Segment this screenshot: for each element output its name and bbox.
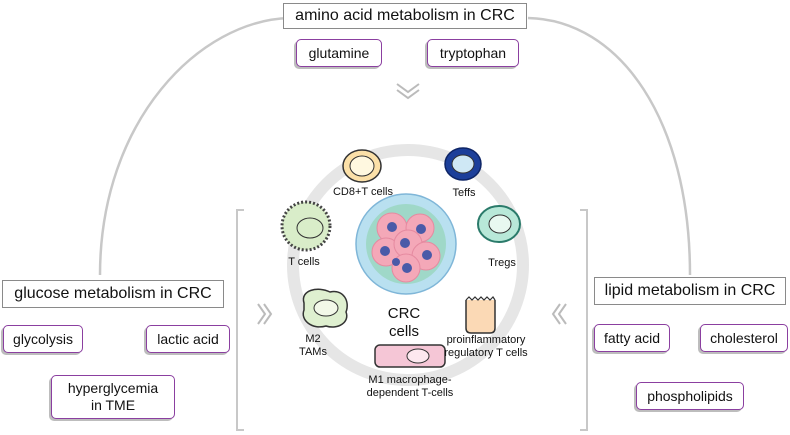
center-ring xyxy=(287,144,529,386)
pill-glutamine: glutamine xyxy=(296,39,382,67)
m2-tams-icon xyxy=(302,288,348,328)
proinflammatory-cell-icon xyxy=(465,296,496,334)
connector-arc xyxy=(98,16,692,276)
lipid-heading: lipid metabolism in CRC xyxy=(594,277,786,305)
cd8-t-cell-icon xyxy=(342,149,382,183)
chevron-down-icon xyxy=(396,83,420,100)
t-cells-icon xyxy=(280,200,332,252)
label-m1-macrophage: M1 macrophage-dependent T-cells xyxy=(366,374,454,399)
label-tregs: Tregs xyxy=(488,257,516,269)
amino-heading: amino acid metabolism in CRC xyxy=(283,3,527,29)
left-bracket xyxy=(236,209,244,431)
chevron-right-icon xyxy=(257,303,273,325)
chevron-left-icon xyxy=(551,303,567,325)
teffs-cell-icon xyxy=(444,147,482,181)
pill-glycolysis: glycolysis xyxy=(3,325,83,353)
glucose-heading: glucose metabolism in CRC xyxy=(2,280,224,308)
label-m2-tams: M2 TAMs xyxy=(299,333,327,358)
label-cd8: CD8+T cells xyxy=(332,186,393,198)
m1-macrophage-icon xyxy=(374,344,446,368)
label-proinflammatory: proinflammatory regulatory T cells xyxy=(444,334,528,359)
pill-cholesterol: cholesterol xyxy=(700,324,788,352)
right-bracket xyxy=(580,209,588,431)
label-tcells: T cells xyxy=(288,256,320,268)
pill-tryptophan: tryptophan xyxy=(427,39,519,67)
tregs-cell-icon xyxy=(477,205,521,243)
crc-cells-label: CRC cells xyxy=(387,305,421,340)
pill-hyperglycemia: hyperglycemia in TME xyxy=(51,375,175,419)
pill-phospholipids: phospholipids xyxy=(636,382,744,410)
label-teffs: Teffs xyxy=(452,187,476,199)
crc-cell-icon xyxy=(355,193,457,295)
pill-lactic-acid: lactic acid xyxy=(146,325,230,353)
pill-fatty-acid: fatty acid xyxy=(594,324,670,352)
